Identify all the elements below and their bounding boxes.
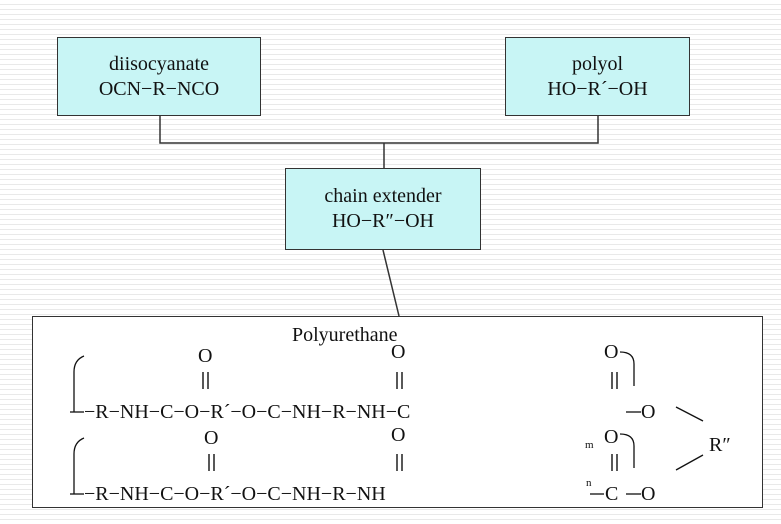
chain-extender-box: chain extender HO−R″−OH [285,168,481,250]
carbonyl-o-6: O [604,426,618,448]
carbonyl-o-5: O [391,424,405,446]
row1-chain: −R−NH−C−O−R´−O−C−NH−R−NH−C [84,401,410,423]
linker-bond-bottom [675,454,704,471]
diisocyanate-connector [159,116,384,144]
row1-end-o: O [641,401,655,423]
subscript-n: n [586,477,592,489]
chain-extender-label: chain extender [324,185,442,207]
polyol-connector [384,116,599,144]
carbonyl-o-4: O [204,427,218,449]
diisocyanate-label: diisocyanate [109,52,209,75]
row2-double-bonds [208,454,618,471]
linker-bond-top [675,406,704,422]
polyol-box: polyol HO−R´−OH [505,37,690,116]
polyol-label: polyol [571,52,624,75]
product-title: Polyurethane [292,324,398,346]
linker-r-double-prime: R″ [709,434,731,456]
row2-end-o: O [641,483,655,505]
carbonyl-o-1: O [198,345,212,367]
chain-extender-formula: HO−R″−OH [331,210,434,232]
polyol-formula: HO−R´−OH [547,77,648,100]
diisocyanate-box: diisocyanate OCN−R−NCO [57,37,261,116]
diisocyanate-formula: OCN−R−NCO [98,77,220,100]
row1-double-bonds [202,372,618,389]
row2-carbon: C [605,483,618,505]
polyurethane-box [32,316,763,508]
row2-brackets [73,433,635,494]
row1-brackets [73,351,635,412]
carbonyl-o-3: O [604,341,618,363]
to-product-connector [382,249,400,317]
row2-chain: −R−NH−C−O−R´−O−C−NH−R−NH [84,483,386,505]
subscript-m: m [585,439,594,451]
carbonyl-o-2: O [391,341,405,363]
